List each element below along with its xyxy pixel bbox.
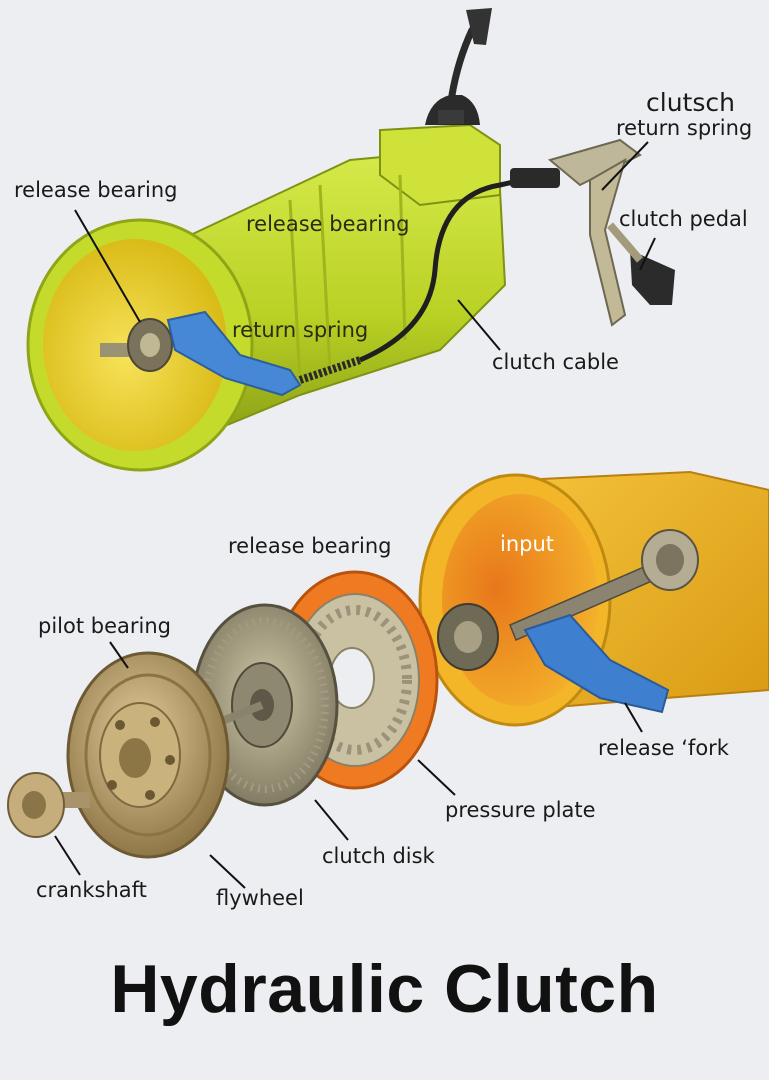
- clutch-cable-part: [359, 172, 546, 363]
- label-crankshaft: crankshaft: [36, 878, 147, 902]
- gear-lever-icon: [425, 8, 492, 125]
- label-release-bearing-left: release bearing: [14, 178, 178, 202]
- label-clutch-cable: clutch cable: [492, 350, 619, 374]
- label-clutch-pedal: clutch pedal: [619, 207, 748, 231]
- release-fork-top: [166, 310, 302, 397]
- crankshaft-part: [7, 772, 90, 838]
- label-input: input: [500, 532, 555, 556]
- label-return-spring-mid: return spring: [232, 318, 369, 342]
- diagram-title: Hydraulic Clutch: [110, 951, 659, 1027]
- gearbox-assembly: [26, 8, 675, 472]
- label-release-fork: release ‘fork: [598, 736, 729, 760]
- input-shaft-part: [509, 529, 699, 641]
- label-release-bearing-body: release bearing: [246, 212, 410, 236]
- release-bearing-part: [100, 318, 173, 372]
- label-flywheel: flywheel: [216, 886, 304, 910]
- label-return-spring-top: return spring: [616, 116, 753, 140]
- exploded-clutch-assembly: [7, 470, 769, 859]
- leader-lines: [54, 141, 656, 889]
- label-pilot-bearing: pilot bearing: [38, 614, 171, 638]
- flywheel-part: [66, 651, 230, 859]
- label-pressure-plate: pressure plate: [445, 798, 596, 822]
- release-fork-lower: [523, 613, 670, 714]
- label-clutsch: clutsch: [646, 88, 735, 117]
- clutch-pedal-icon: [547, 138, 675, 327]
- label-clutch-disk: clutch disk: [322, 844, 435, 868]
- return-spring-part: [298, 356, 362, 384]
- label-release-bearing-lower: release bearing: [228, 534, 392, 558]
